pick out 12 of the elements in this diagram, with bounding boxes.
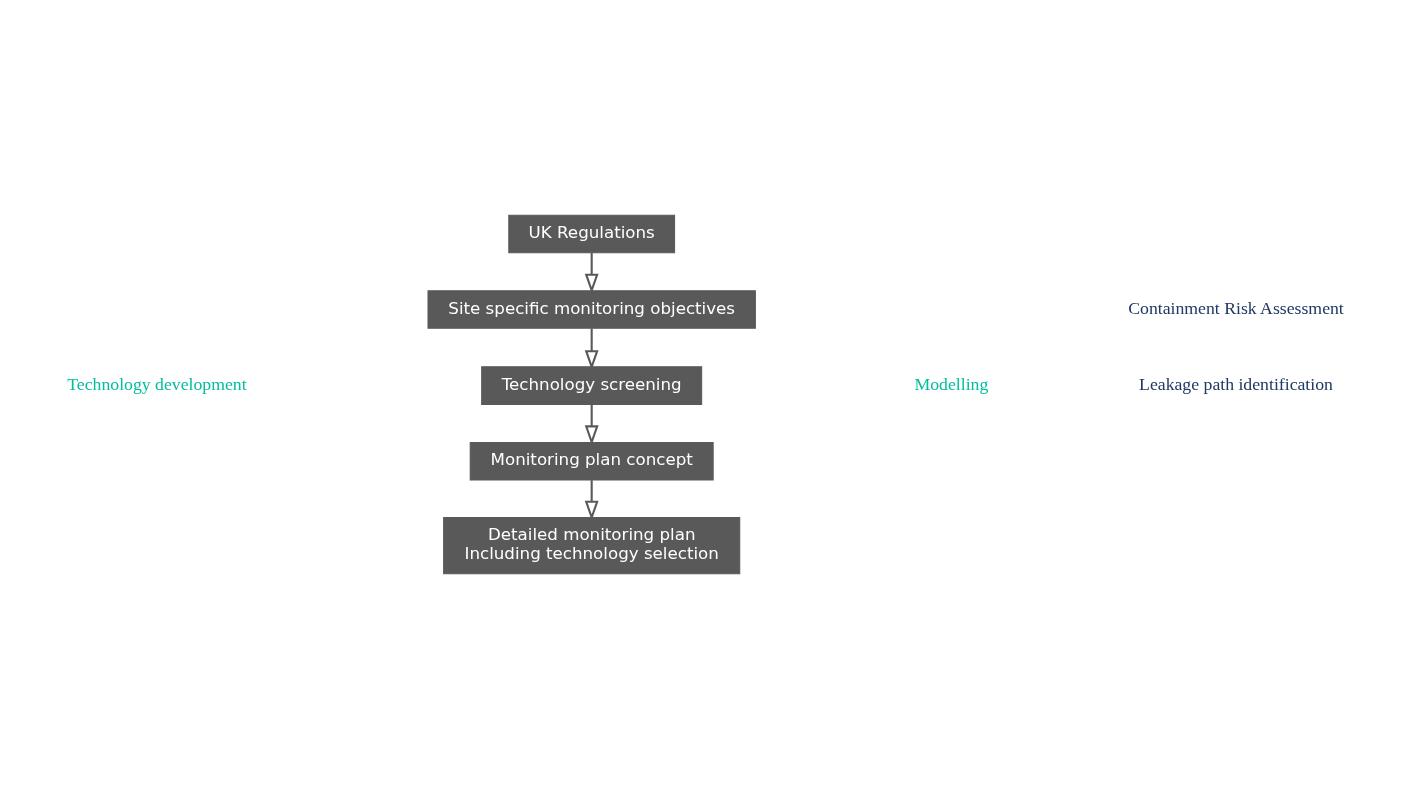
label: Modelling — [913, 373, 988, 394]
label: Technology development — [66, 373, 247, 394]
node-box: UK Regulations — [507, 214, 675, 253]
label: Leakage path identification — [1138, 373, 1333, 394]
node-box: Monitoring plan concept — [469, 441, 714, 480]
label: Containment Risk Assessment — [1127, 297, 1344, 318]
node-box: Technology screening — [480, 365, 702, 405]
node-box: Site specific monitoring objectives — [426, 289, 756, 329]
arrow — [584, 404, 599, 445]
arrow — [584, 328, 599, 370]
node-box: Detailed monitoring plan Including technology selection — [442, 516, 740, 574]
arrow — [584, 252, 599, 293]
